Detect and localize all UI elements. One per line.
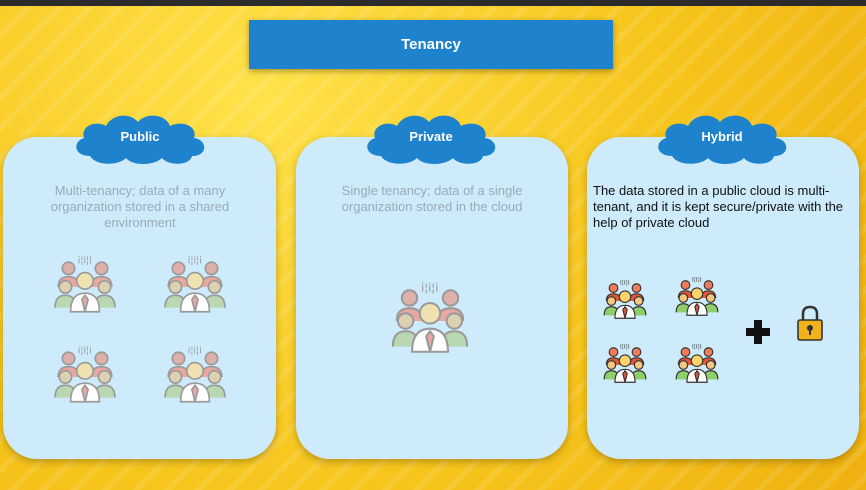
private-cloud-badge: Private (359, 108, 503, 168)
people-group-icon (52, 254, 118, 320)
people-group-icon (162, 254, 228, 320)
private-panel (296, 137, 568, 459)
plus-icon (746, 320, 770, 344)
hybrid-cloud-badge: Hybrid (650, 108, 794, 168)
title-banner: Tenancy (249, 20, 613, 69)
people-group-icon (602, 342, 648, 388)
people-group-icon (674, 275, 720, 321)
padlock-icon (797, 305, 823, 341)
public-panel (3, 137, 276, 459)
people-group-icon (602, 278, 648, 324)
public-description: Multi-tenancy; data of a many organizati… (50, 183, 230, 230)
people-group-icon (674, 342, 720, 388)
hybrid-heading: Hybrid (701, 128, 743, 144)
private-heading: Private (409, 128, 453, 144)
public-heading: Public (120, 128, 160, 144)
people-group-icon (388, 280, 472, 362)
hybrid-description: The data stored in a public cloud is mul… (593, 183, 844, 230)
people-group-icon (162, 344, 228, 410)
top-strip (0, 0, 866, 6)
page-title: Tenancy (401, 36, 461, 53)
private-description: Single tenancy; data of a single organiz… (341, 183, 523, 214)
public-cloud-badge: Public (68, 108, 212, 168)
people-group-icon (52, 344, 118, 410)
